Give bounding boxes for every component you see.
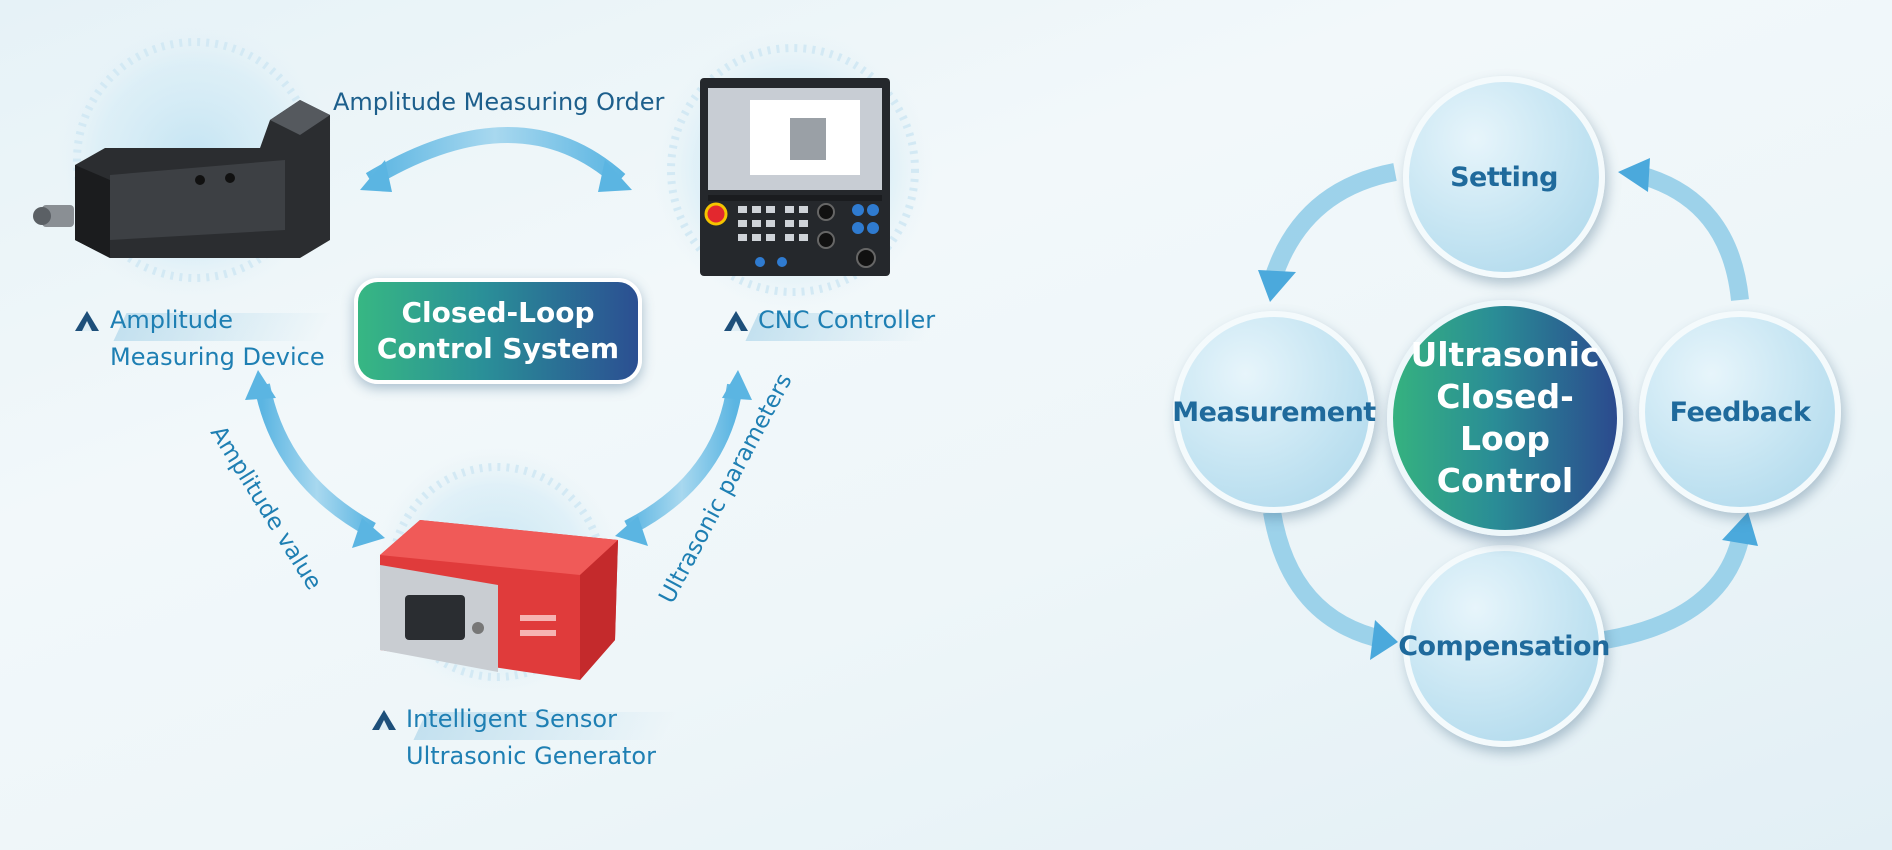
center-line-1: Ultrasonic [1410, 335, 1600, 374]
center-line-3: Control [1436, 461, 1574, 500]
node-compensation-label: Compensation [1398, 630, 1610, 662]
ultrasonic-generator-image [380, 520, 618, 680]
label-amplitude-value: Amplitude value [205, 421, 327, 594]
amplitude-measuring-device-image [33, 100, 330, 258]
node-setting-label: Setting [1450, 161, 1558, 193]
cycle-arrow-measurement-to-compensation [1263, 510, 1398, 660]
triangle-marker-icon [372, 710, 396, 730]
label-amplitude-device-line2: Measuring Device [110, 343, 325, 371]
badge-line-2: Control System [376, 332, 620, 365]
node-measurement: Measurement [1172, 311, 1376, 513]
closed-loop-control-system-badge: Closed-Loop Control System [354, 278, 642, 384]
badge-line-1: Closed-Loop [401, 296, 595, 329]
cycle-arrow-compensation-to-feedback [1603, 512, 1758, 649]
center-line-2: Closed-Loop [1436, 377, 1574, 458]
node-measurement-label: Measurement [1172, 396, 1376, 428]
ultrasonic-closed-loop-control-center: Ultrasonic Closed-Loop Control [1387, 300, 1623, 536]
triangle-marker-icon [724, 311, 748, 331]
cycle-arrow-feedback-to-setting [1618, 158, 1749, 301]
label-amplitude-device-line1: Amplitude [110, 306, 233, 334]
node-feedback: Feedback [1639, 311, 1841, 513]
arrow-top-double [360, 127, 632, 192]
node-setting: Setting [1403, 76, 1605, 278]
node-compensation: Compensation [1398, 545, 1610, 747]
cnc-controller-image [700, 78, 890, 276]
node-feedback-label: Feedback [1669, 396, 1811, 428]
label-amplitude-measuring-order: Amplitude Measuring Order [333, 88, 665, 116]
triangle-marker-icon [75, 311, 99, 331]
arrow-left-double [245, 370, 385, 548]
cycle-arrow-setting-to-measurement [1258, 163, 1397, 302]
label-generator-line1: Intelligent Sensor [406, 705, 617, 733]
label-generator-line2: Ultrasonic Generator [406, 742, 656, 770]
label-cnc-controller: CNC Controller [758, 306, 936, 334]
arrow-right-double [615, 370, 752, 546]
